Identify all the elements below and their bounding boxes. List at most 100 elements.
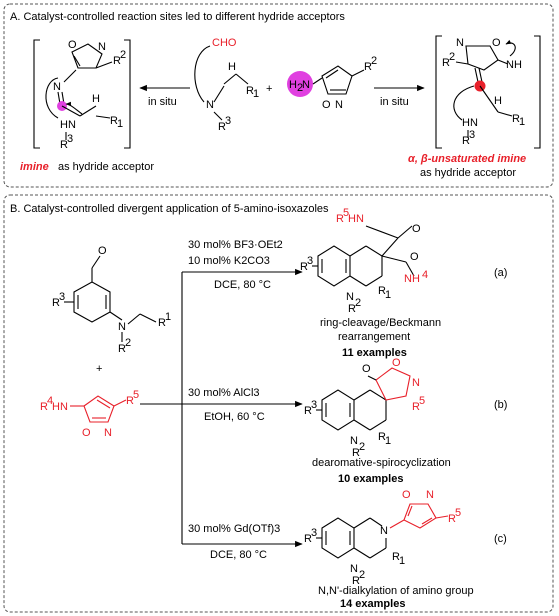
svg-text:R: R <box>218 121 226 133</box>
svg-text:N: N <box>426 489 434 501</box>
svg-text:R: R <box>392 551 400 563</box>
left-caption-red: imine <box>20 161 49 173</box>
svg-text:R: R <box>442 57 450 69</box>
svg-text:HN: HN <box>348 213 364 225</box>
svg-text:N: N <box>350 435 358 447</box>
svg-text:R: R <box>300 261 308 273</box>
svg-text:R: R <box>352 575 360 587</box>
svg-text:R: R <box>126 395 134 407</box>
svg-text:N: N <box>412 377 420 389</box>
svg-text:R: R <box>364 61 372 73</box>
svg-text:N: N <box>335 99 343 111</box>
svg-text:3: 3 <box>311 399 317 411</box>
svg-text:5: 5 <box>419 395 425 407</box>
right-caption-red: α, β-unsaturated imine <box>408 153 526 165</box>
svg-text:R: R <box>118 343 126 355</box>
reaction-c-cond2: DCE, 80 °C <box>210 549 267 561</box>
panel-a-title: A. Catalyst-controlled reaction sites le… <box>10 11 345 23</box>
svg-text:O: O <box>98 245 107 257</box>
svg-text:5: 5 <box>133 389 139 401</box>
panel-a-frame <box>3 3 554 188</box>
svg-text:HN: HN <box>462 117 478 129</box>
svg-text:1: 1 <box>385 289 391 301</box>
svg-text:O: O <box>362 363 371 375</box>
svg-text:O: O <box>392 357 401 369</box>
svg-text:R: R <box>246 85 254 97</box>
svg-text:3: 3 <box>67 133 73 145</box>
reaction-b-desc1: dearomative-spirocyclization <box>312 457 451 469</box>
svg-text:O: O <box>492 37 501 49</box>
left-caption-rest: as hydride acceptor <box>58 161 154 173</box>
svg-text:1: 1 <box>399 555 405 567</box>
reaction-a-desc2: rearrangement <box>338 331 410 343</box>
svg-text:2: 2 <box>371 55 377 67</box>
svg-text:3: 3 <box>311 527 317 539</box>
reaction-c-desc1: N,N'-dialkylation of amino group <box>318 585 474 597</box>
svg-text:O: O <box>322 99 331 111</box>
svg-text:O: O <box>402 489 411 501</box>
svg-text:1: 1 <box>385 435 391 447</box>
in-situ-right: in situ <box>380 96 409 108</box>
panel-b-plus: + <box>96 363 102 375</box>
svg-text:2: 2 <box>449 51 455 63</box>
svg-text:N: N <box>104 427 112 439</box>
svg-text:R: R <box>348 303 356 315</box>
svg-text:H: H <box>228 61 236 73</box>
reaction-a-tag: (a) <box>494 267 507 279</box>
svg-text:R: R <box>40 401 48 413</box>
svg-text:2: 2 <box>297 82 303 94</box>
reaction-a-desc1: ring-cleavage/Beckmann <box>320 317 441 329</box>
reaction-a-cond1: 30 mol% BF3·OEt2 <box>188 239 283 251</box>
svg-text:R: R <box>110 115 118 127</box>
svg-text:R: R <box>462 135 470 147</box>
svg-text:O: O <box>410 251 419 263</box>
reaction-a-cond3: DCE, 80 °C <box>214 279 271 291</box>
svg-text:3: 3 <box>59 291 65 303</box>
svg-text:R: R <box>60 139 68 151</box>
svg-text:HN: HN <box>60 119 76 131</box>
svg-text:R: R <box>352 447 360 459</box>
svg-text:3: 3 <box>307 255 313 267</box>
svg-text:5: 5 <box>455 507 461 519</box>
svg-text:R: R <box>378 285 386 297</box>
svg-text:1: 1 <box>117 118 123 130</box>
svg-text:4: 4 <box>422 269 428 281</box>
svg-text:N: N <box>53 81 61 93</box>
svg-text:2: 2 <box>355 297 361 309</box>
reaction-c-cond1: 30 mol% Gd(OTf)3 <box>188 523 280 535</box>
svg-text:R: R <box>512 113 520 125</box>
svg-text:N: N <box>206 99 214 111</box>
svg-text:CHO: CHO <box>212 37 237 49</box>
svg-text:R: R <box>158 317 166 329</box>
right-caption-rest: as hydride acceptor <box>420 167 516 179</box>
svg-text:R: R <box>448 513 456 525</box>
in-situ-left: in situ <box>148 96 177 108</box>
svg-text:R: R <box>378 431 386 443</box>
svg-text:2: 2 <box>125 337 131 349</box>
svg-text:R: R <box>412 401 420 413</box>
svg-text:HN: HN <box>52 401 68 413</box>
svg-text:H: H <box>92 93 100 105</box>
reaction-c-examples: 14 examples <box>340 598 405 610</box>
svg-text:4: 4 <box>47 395 53 407</box>
reaction-a-cond2: 10 mol% K2CO3 <box>188 255 270 267</box>
svg-text:NH: NH <box>506 59 522 71</box>
svg-text:R: R <box>304 533 312 545</box>
svg-text:H: H <box>494 95 502 107</box>
svg-text:H: H <box>289 79 297 91</box>
svg-text:O: O <box>68 39 77 51</box>
svg-text:1: 1 <box>519 116 525 128</box>
svg-text:N: N <box>346 291 354 303</box>
svg-text:2: 2 <box>359 441 365 453</box>
svg-text:R: R <box>113 55 121 67</box>
svg-text:N: N <box>350 563 358 575</box>
reaction-b-cond1: 30 mol% AlCl3 <box>188 387 260 399</box>
reaction-b-examples: 10 examples <box>338 473 403 485</box>
